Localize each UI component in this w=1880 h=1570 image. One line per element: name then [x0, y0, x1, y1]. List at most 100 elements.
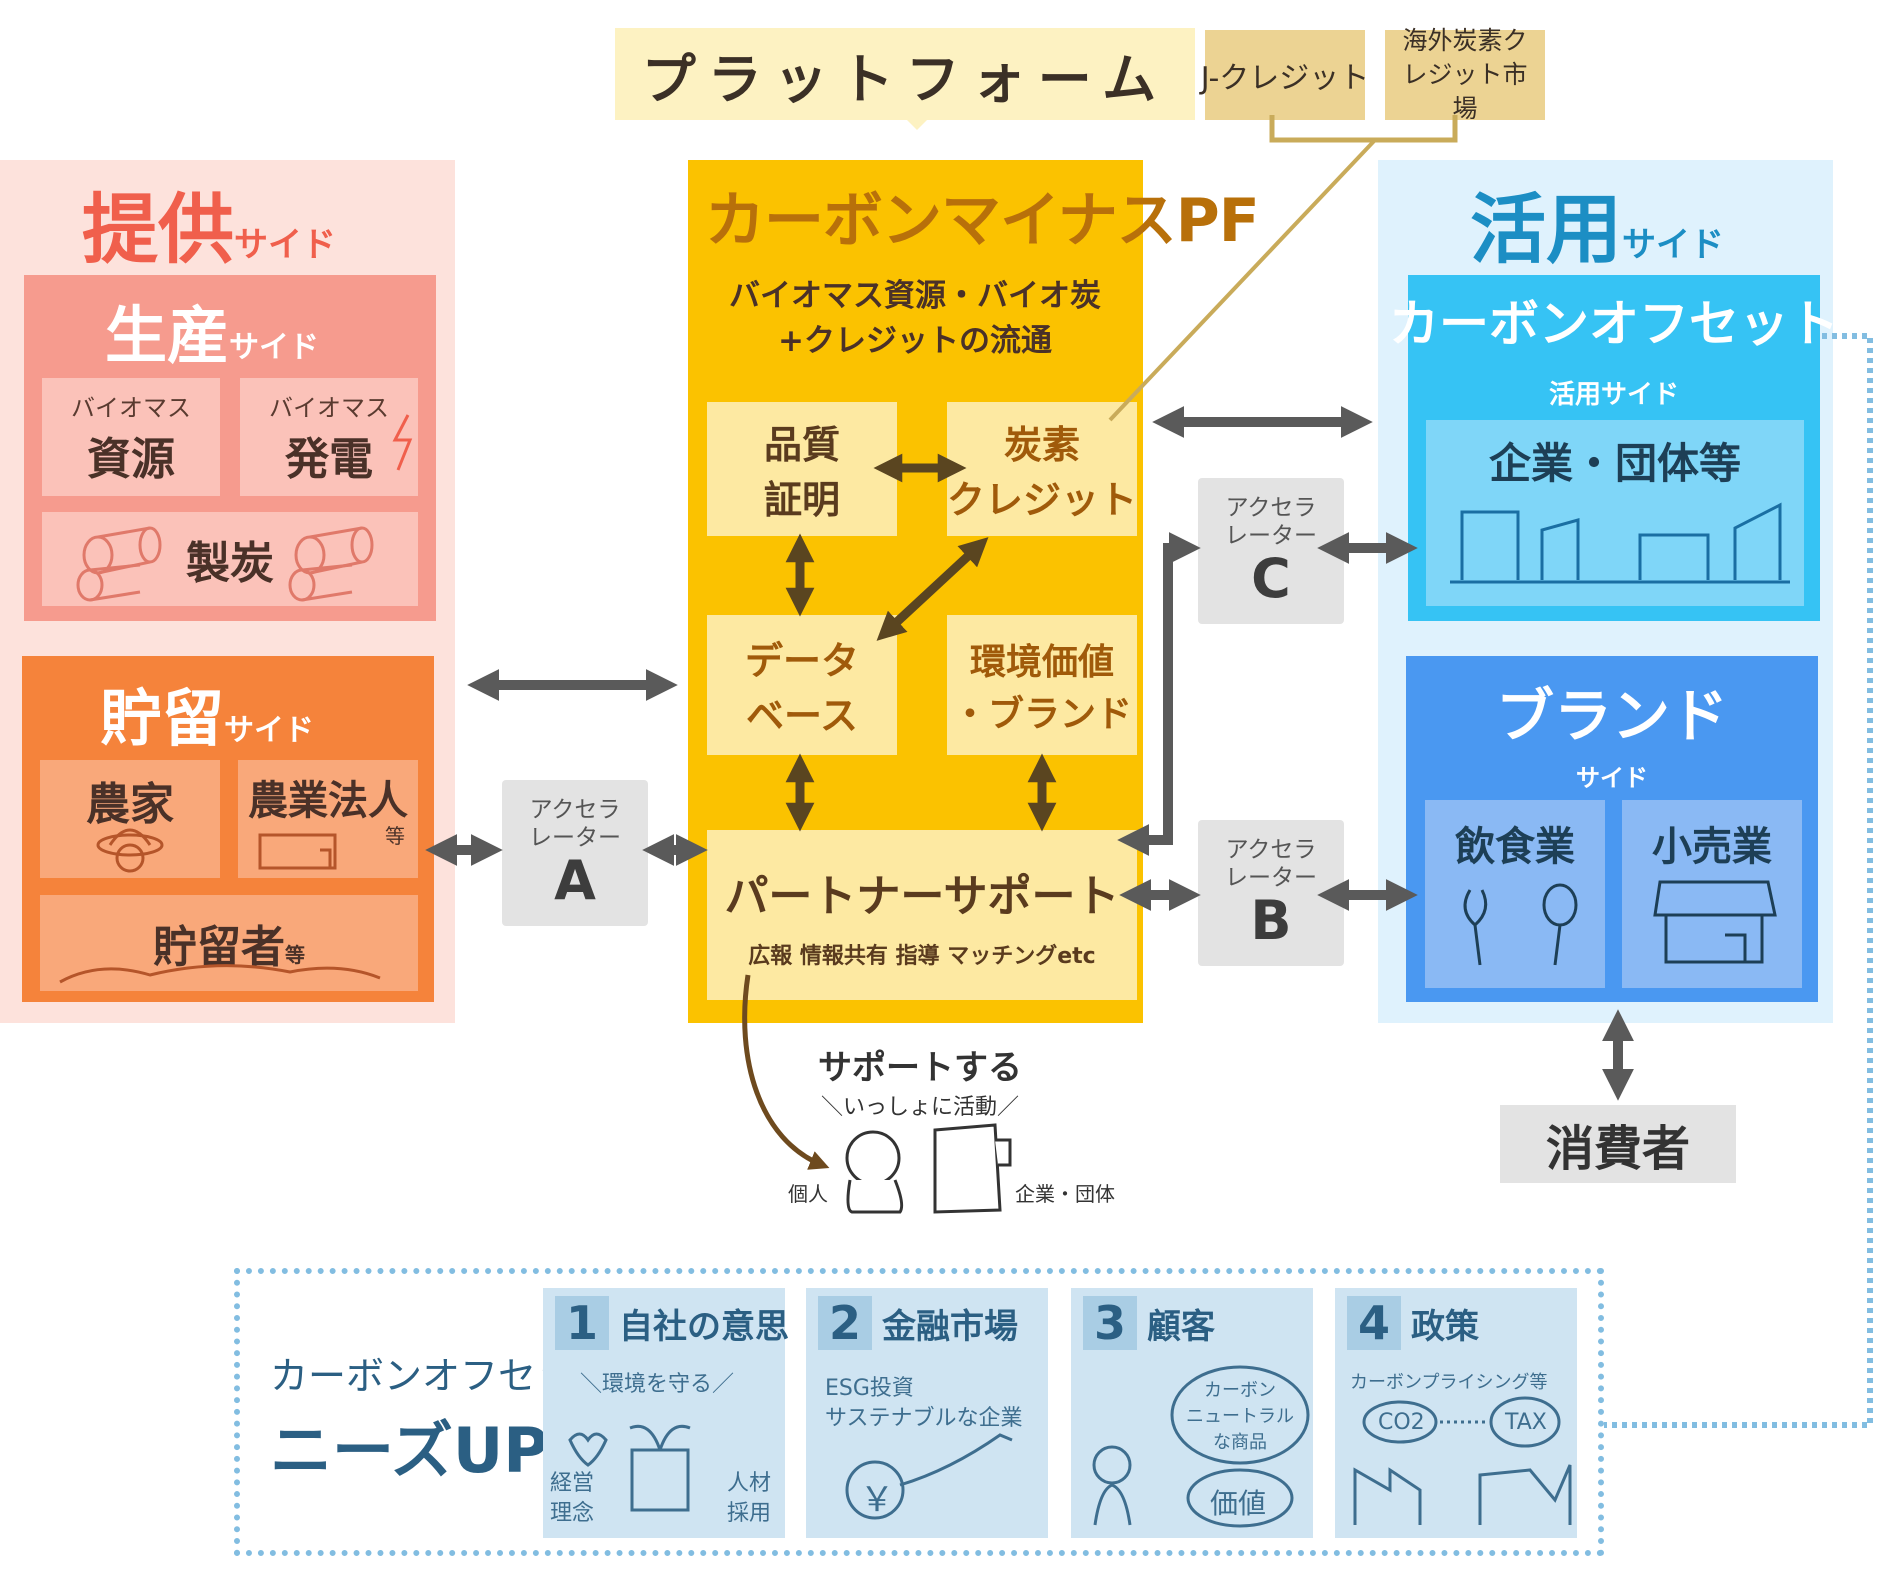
jcredit-text: J-クレジット — [1200, 61, 1370, 96]
db-line1: データ — [744, 639, 859, 683]
carbon-credit-box: 炭素 クレジット — [947, 402, 1137, 536]
need-3-cloud2: ニュートラル — [1186, 1406, 1294, 1427]
need-1-slogan: ＼環境を守る／ — [580, 1372, 735, 1397]
pf-subtitle-line1: バイオマス資源・バイオ炭 — [729, 278, 1101, 314]
accelerator-a-label: アクセラレーター — [529, 797, 621, 851]
consumer-box: 消費者 — [1500, 1105, 1736, 1183]
need-2-yen-symbol: ￥ — [860, 1480, 894, 1520]
biomass-resource-small: バイオマス — [71, 393, 191, 422]
support-caption: サポートする ＼いっしょに活動／ — [790, 1035, 1050, 1125]
storer-label: 貯留者 — [153, 922, 285, 973]
carbon-offset-sub: 活用サイド — [1408, 375, 1820, 410]
need-2-line2: サステナブルな企業 — [825, 1406, 1023, 1431]
retail-text: 小売業 — [1652, 824, 1772, 870]
agri-corp-card: 農業法人 — [238, 760, 418, 878]
need-3-cloud3: な商品 — [1213, 1432, 1267, 1453]
support-title: サポートする — [818, 1047, 1022, 1088]
quality-line2: 証明 — [763, 478, 840, 522]
agri-corp-text: 農業法人 — [248, 778, 408, 824]
consumer-text: 消費者 — [1545, 1121, 1690, 1177]
utilize-title-suffix: サイド — [1622, 225, 1724, 265]
need-4-line1: カーボンプライシング等 — [1350, 1372, 1548, 1393]
storage-side-title: 貯留サイド — [100, 668, 314, 758]
brand-sub-text: サイド — [1576, 763, 1648, 792]
needs-frame — [234, 1268, 1604, 1556]
offset-sub-text: 活用サイド — [1548, 379, 1679, 410]
accelerator-a-letter: A — [554, 849, 596, 912]
pf-title: カーボンマイナスPF — [705, 186, 1260, 256]
brand-sub: サイド — [1406, 760, 1818, 792]
supply-title-big: 提供 — [82, 185, 234, 274]
needs-headline: カーボンオフセット ニーズUP! — [270, 1345, 612, 1490]
storer-etc: 等 — [285, 943, 305, 967]
partner-title: パートナーサポート — [724, 871, 1120, 922]
accelerator-b-letter: B — [1250, 889, 1292, 952]
need-1-number: 1 — [555, 1296, 609, 1350]
need-3-header: 3 顧客 — [1083, 1296, 1215, 1350]
overseas-credit-box: 海外炭素クレジット市場 — [1385, 26, 1545, 123]
need-1-right2: 採用 — [727, 1501, 772, 1526]
need-2-header: 2 金融市場 — [818, 1296, 1018, 1350]
utilize-side-title: 活用サイド — [1470, 168, 1724, 278]
jcredit-box: J-クレジット — [1201, 30, 1369, 120]
need-4-tax: TAX — [1505, 1410, 1547, 1435]
quality-proof-box: 品質 証明 — [707, 402, 897, 536]
biomass-resource-big: 資源 — [87, 433, 175, 485]
env-line2: ・ブランド — [951, 694, 1132, 735]
companies-label: 企業・団体等 — [1426, 432, 1804, 488]
farmer-card: 農家 — [40, 760, 220, 878]
agri-corp-etc: 等 — [385, 824, 405, 848]
platform-label-text: プラットフォーム — [641, 47, 1169, 111]
production-title-suffix: サイド — [229, 330, 320, 365]
brand-title: ブランド — [1406, 676, 1818, 750]
storer-card: 貯留者等 — [40, 895, 418, 991]
accelerator-c-label: アクセラレーター — [1225, 495, 1317, 549]
food-text: 飲食業 — [1455, 824, 1575, 870]
need-3-number: 3 — [1083, 1296, 1137, 1350]
utilize-title-big: 活用 — [1470, 185, 1622, 274]
food-business-card: 飲食業 — [1425, 800, 1605, 988]
need-1-right1: 人材 — [727, 1471, 772, 1496]
storer-text: 貯留者等 — [153, 911, 305, 975]
supply-title-suffix: サイド — [234, 225, 336, 265]
production-title-big: 生産 — [105, 299, 230, 372]
accelerator-b-label: アクセラレーター — [1225, 837, 1317, 891]
need-4-header: 4 政策 — [1347, 1296, 1479, 1350]
need-4-number: 4 — [1347, 1296, 1401, 1350]
platform-label-pointer — [905, 118, 929, 130]
retail-business-card: 小売業 — [1622, 800, 1802, 988]
carbon-offset-title: カーボンオフセット — [1389, 290, 1839, 353]
db-line2: ベース — [745, 694, 859, 738]
partner-sub: 広報 情報共有 指導 マッチングetc — [748, 944, 1096, 969]
biomass-power-small: バイオマス — [269, 393, 389, 422]
platform-label: プラットフォーム — [615, 28, 1195, 120]
pf-subtitle-line2: +クレジットの流通 — [778, 323, 1052, 359]
biomass-power-card: バイオマス 発電 — [240, 378, 418, 496]
accelerator-c: アクセラレーター C — [1198, 478, 1344, 624]
storage-title-big: 貯留 — [100, 682, 225, 755]
person-icon — [845, 1130, 904, 1214]
needs-headline-line2: ニーズUP! — [270, 1414, 577, 1487]
individual-label: 個人 — [788, 1182, 828, 1206]
companies-text: 企業・団体等 — [1488, 438, 1741, 488]
overseas-credit-text: 海外炭素クレジット市場 — [1402, 26, 1528, 123]
partner-support-box: パートナーサポート 広報 情報共有 指導 マッチングetc — [707, 830, 1137, 1000]
database-box: データ ベース — [707, 615, 897, 755]
accelerator-a: アクセラレーター A — [502, 780, 648, 926]
production-side-title: 生産サイド — [105, 285, 319, 375]
brand-title-text: ブランド — [1495, 682, 1728, 750]
need-2-line1: ESG投資 — [825, 1376, 914, 1401]
charcoal-text: 製炭 — [186, 538, 274, 589]
need-2-title: 金融市場 — [882, 1306, 1018, 1347]
need-1-header: 1 自社の意思 — [555, 1296, 789, 1350]
accelerator-c-letter: C — [1251, 547, 1291, 610]
env-brand-box: 環境価値 ・ブランド — [947, 615, 1137, 755]
need-1-left2: 理念 — [550, 1501, 595, 1526]
offset-title-text: カーボンオフセット — [1389, 295, 1839, 353]
accelerator-b: アクセラレーター B — [1198, 820, 1344, 966]
biomass-power-big: 発電 — [285, 433, 373, 485]
need-1-left1: 経営 — [550, 1471, 595, 1496]
need-3-value: 価値 — [1210, 1487, 1267, 1520]
need-2-number: 2 — [818, 1296, 872, 1350]
supply-side-title: 提供サイド — [82, 168, 336, 278]
